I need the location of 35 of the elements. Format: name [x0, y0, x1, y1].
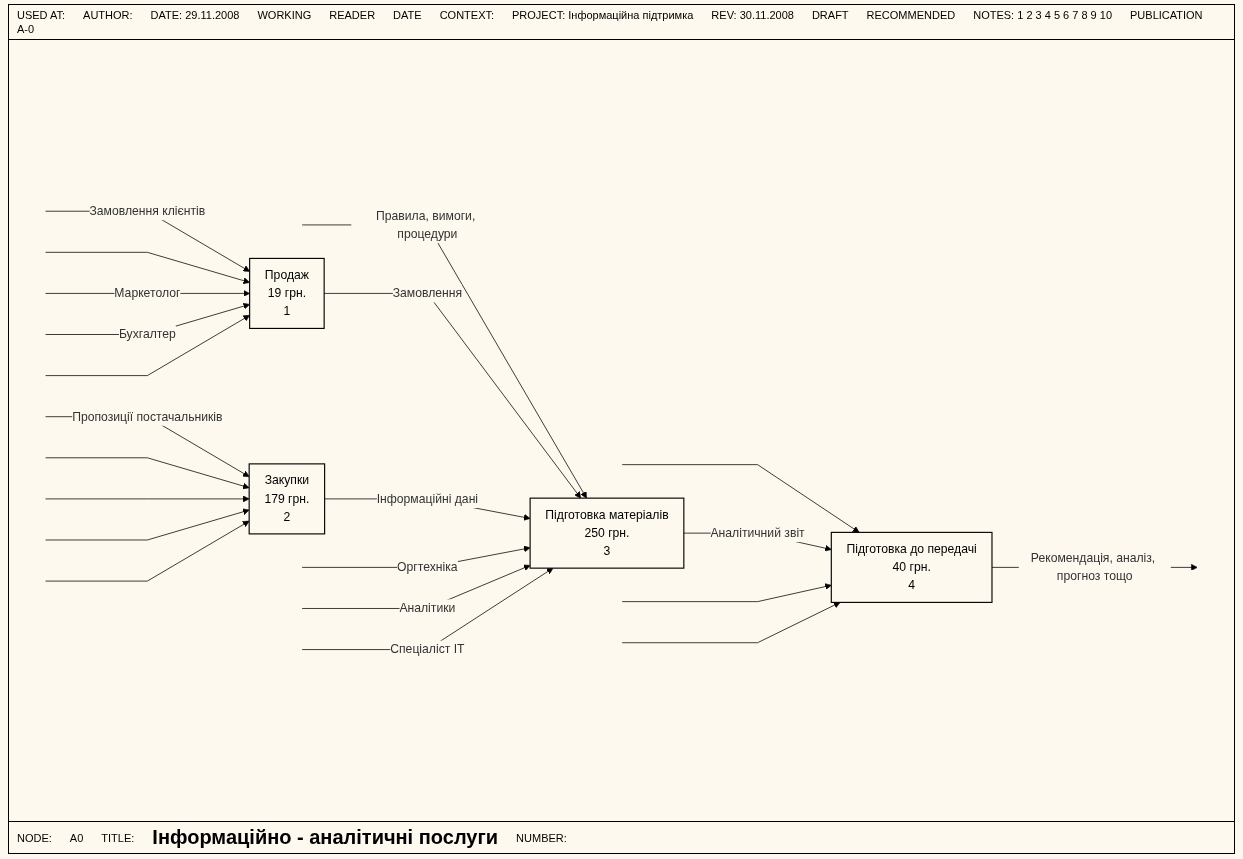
frame-label: DATE [393, 9, 422, 21]
edge-label: Рекомендація, аналіз, прогноз тощо [1030, 551, 1156, 583]
edge-label: Інформаційні дані [376, 492, 479, 506]
frame-label: A-0 [17, 23, 35, 35]
edge-label: Аналітичний звіт [710, 526, 805, 540]
frame-label: AUTHOR: [83, 9, 133, 21]
frame-label: WORKING [257, 9, 312, 21]
edge-label: Правила, вимоги, процедури [376, 209, 476, 241]
node-box: Підготовка до передачі 40 грн. 4 [830, 531, 993, 604]
frame-label: NOTES: 1 2 3 4 5 6 7 8 9 10 [973, 9, 1113, 21]
node-box: Продаж 19 грн. 1 [249, 257, 325, 330]
edge-label: Замовлення клієнтів [89, 204, 206, 218]
frame-label: REV: 30.11.2008 [711, 9, 794, 21]
edge-label: Спеціаліст IT [390, 642, 465, 656]
frame-label: PROJECT: Інформаційна підтримка [512, 9, 694, 21]
edge-label: Аналітики [399, 601, 456, 615]
frame-label: PUBLICATION [1130, 9, 1203, 21]
frame-label: DATE: 29.11.2008 [150, 9, 240, 21]
frame-label: A0 [69, 831, 84, 844]
node-box: Закупки 179 грн. 2 [248, 463, 326, 535]
frame-label: RECOMMENDED [866, 9, 956, 21]
frame-label: USED AT: [17, 9, 66, 21]
edge-label: Бухгалтер [118, 327, 176, 341]
edge-label: Замовлення [392, 286, 463, 300]
edge-label: Пропозиції постачальників [72, 409, 223, 423]
frame-label: DRAFT [811, 9, 849, 21]
frame-label: TITLE: [101, 831, 135, 844]
frame-label: NUMBER: [516, 831, 567, 844]
frame-label: CONTEXT: [439, 9, 495, 21]
edge-label: Оргтехніка [397, 560, 458, 574]
diagram-title: Інформаційно - аналітичні послуги [152, 826, 499, 849]
node-box: Підготовка матеріалів 250 грн. 3 [529, 497, 685, 569]
frame-label: NODE: [17, 831, 52, 844]
frame-label: READER [329, 9, 376, 21]
edge-label: Маркетолог [114, 286, 181, 300]
